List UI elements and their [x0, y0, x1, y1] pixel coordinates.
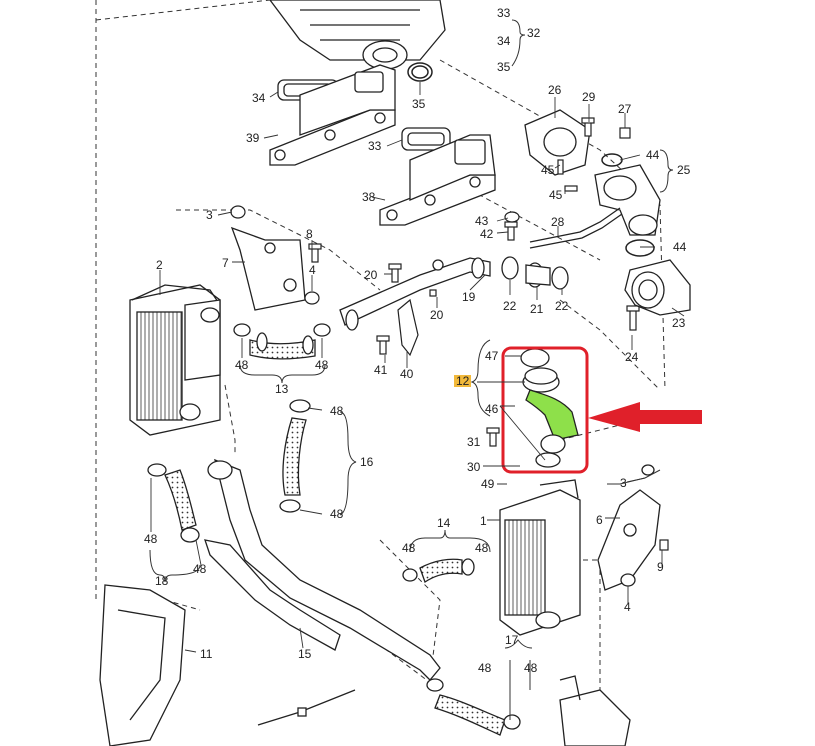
label-23: 23	[672, 316, 686, 330]
intake-manifold	[269, 0, 446, 70]
label-33: 33	[497, 6, 511, 20]
braces	[149, 19, 674, 720]
label-39: 39	[246, 131, 260, 145]
bracket-7	[230, 226, 306, 311]
label-33b: 33	[368, 139, 382, 153]
label-45b: 45	[549, 188, 563, 202]
label-11: 11	[200, 647, 213, 661]
label-26: 26	[548, 83, 562, 97]
label-49: 49	[481, 477, 495, 491]
label-48d: 48	[330, 507, 344, 521]
label-19: 19	[462, 290, 476, 304]
label-25: 25	[677, 163, 691, 177]
hose-12-highlighted	[520, 348, 579, 468]
manifold-block-38	[379, 134, 496, 226]
o-ring-44	[601, 153, 655, 257]
label-30: 30	[467, 460, 481, 474]
label-28: 28	[551, 215, 565, 229]
label-48a: 48	[235, 358, 249, 372]
label-47: 47	[485, 349, 499, 363]
label-48b: 48	[315, 358, 329, 372]
label-27: 27	[618, 102, 632, 116]
label-20b: 20	[430, 308, 444, 322]
label-44: 44	[646, 148, 660, 162]
gasket-33	[401, 127, 451, 151]
label-41: 41	[374, 363, 388, 377]
label-16: 16	[360, 455, 374, 469]
label-32: 32	[527, 26, 541, 40]
label-22b: 22	[555, 299, 569, 313]
label-14: 14	[437, 516, 451, 530]
label-42: 42	[480, 227, 494, 241]
label-45: 45	[541, 163, 555, 177]
panel-bottom-right	[559, 675, 631, 746]
label-21: 21	[530, 302, 544, 316]
label-43: 43	[475, 214, 489, 228]
label-13: 13	[275, 382, 289, 396]
hose-17	[426, 678, 521, 736]
label-15: 15	[298, 647, 312, 661]
label-35: 35	[497, 60, 511, 74]
label-24: 24	[625, 350, 639, 364]
label-22: 22	[503, 299, 517, 313]
clamps-22	[501, 256, 569, 290]
label-48g: 48	[144, 532, 158, 546]
label-1: 1	[480, 514, 487, 528]
label-3b: 3	[620, 476, 627, 490]
label-48c: 48	[330, 404, 344, 418]
label-3: 3	[206, 208, 213, 222]
label-31: 31	[467, 435, 481, 449]
label-40: 40	[400, 367, 414, 381]
label-6: 6	[596, 513, 603, 527]
label-29: 29	[582, 90, 596, 104]
label-9: 9	[657, 560, 664, 574]
label-38: 38	[362, 190, 376, 204]
cable-tie	[257, 689, 356, 726]
label-48e: 48	[402, 541, 416, 555]
hose-16	[279, 399, 311, 513]
leader-lines	[150, 82, 685, 653]
label-34: 34	[497, 34, 511, 48]
intercooler-right-1	[499, 479, 581, 636]
bracket-40	[397, 298, 419, 357]
label-48h: 48	[193, 562, 207, 576]
hose-13	[233, 323, 331, 360]
pipe-28	[529, 207, 623, 249]
label-2: 2	[156, 258, 163, 272]
pipe-19	[339, 257, 491, 331]
label-18: 18	[155, 574, 169, 588]
elbow-connector-25	[594, 164, 661, 236]
hose-14	[402, 558, 475, 584]
hose-18	[147, 463, 200, 543]
label-48f: 48	[475, 541, 489, 555]
label-8: 8	[306, 227, 313, 241]
pipe-15	[204, 458, 441, 681]
label-44b: 44	[673, 240, 687, 254]
label-35b: 35	[412, 97, 426, 111]
o-ring-35	[407, 62, 433, 82]
label-48j: 48	[524, 661, 538, 675]
bolts	[308, 117, 669, 551]
washer-43	[504, 211, 520, 223]
label-34b: 34	[252, 91, 266, 105]
label-46: 46	[485, 402, 499, 416]
shield-11	[99, 584, 186, 746]
throttle-body-23	[624, 259, 691, 316]
label-20: 20	[364, 268, 378, 282]
label-4b: 4	[624, 600, 631, 614]
label-48i: 48	[478, 661, 492, 675]
label-17: 17	[505, 633, 519, 647]
intercooler-left-2	[129, 284, 221, 436]
flange-26	[524, 109, 591, 176]
manifold-block-39	[269, 64, 396, 166]
label-7: 7	[222, 256, 229, 270]
label-12-highlighted: 12	[454, 374, 472, 388]
label-4: 4	[309, 263, 316, 277]
